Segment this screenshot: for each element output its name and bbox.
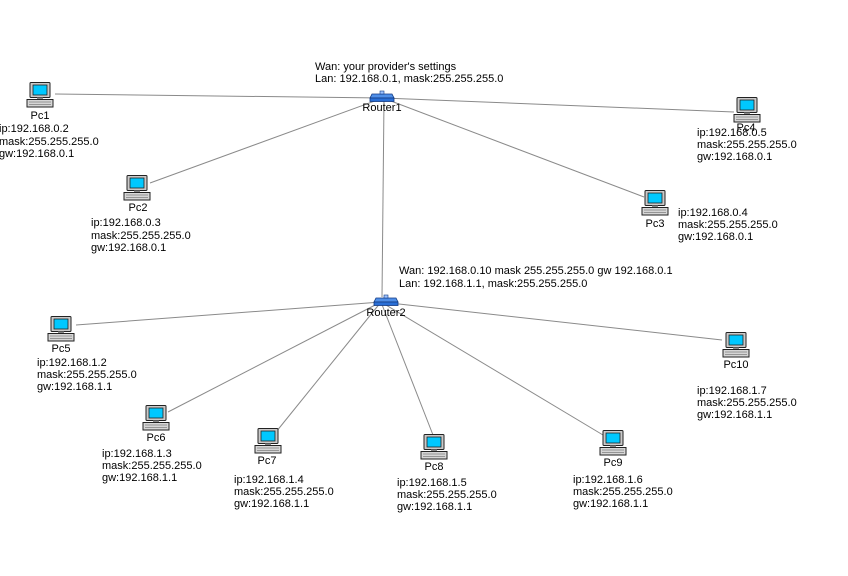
pc3-ip: ip:192.168.0.4 [678, 207, 748, 219]
router1-lan-info: Lan: 192.168.0.1, mask:255.255.255.0 [315, 73, 504, 85]
pc4-gw: gw:192.168.0.1 [697, 151, 773, 163]
router1-wan-info: Wan: your provider's settings [315, 61, 457, 73]
pc5-mask: mask:255.255.255.0 [37, 369, 137, 381]
pc6-computer-icon[interactable] [142, 405, 170, 431]
link-router2-pc10 [380, 301, 723, 341]
pc1-mask: mask:255.255.255.0 [0, 136, 99, 148]
link-router1-pc3 [382, 97, 645, 198]
link-router2-pc6 [167, 301, 382, 413]
pc6-ip: ip:192.168.1.3 [102, 448, 172, 460]
router2-wan-info: Wan: 192.168.0.10 mask 255.255.255.0 gw … [399, 265, 673, 277]
pc7-mask: mask:255.255.255.0 [234, 486, 334, 498]
link-router2-pc5 [75, 301, 382, 326]
link-router1-pc2 [149, 97, 384, 184]
pc9-mask: mask:255.255.255.0 [573, 486, 673, 498]
pc4-computer-icon[interactable] [733, 97, 761, 123]
pc2-gw: gw:192.168.0.1 [91, 242, 167, 254]
pc1-computer-icon[interactable] [26, 82, 54, 108]
pc10-label: Pc10 [723, 359, 749, 371]
pc1-ip: ip:192.168.0.2 [0, 123, 69, 135]
pc8-mask: mask:255.255.255.0 [397, 489, 497, 501]
pc3-mask: mask:255.255.255.0 [678, 219, 778, 231]
pc6-label: Pc6 [146, 432, 166, 444]
pc6-mask: mask:255.255.255.0 [102, 460, 202, 472]
link-router2-pc9 [380, 301, 604, 436]
pc7-computer-icon[interactable] [254, 428, 282, 454]
pc7-ip: ip:192.168.1.4 [234, 474, 304, 486]
pc9-gw: gw:192.168.1.1 [573, 498, 649, 510]
pc4-ip: ip:192.168.0.5 [697, 127, 767, 139]
pc1-gw: gw:192.168.0.1 [0, 148, 75, 160]
link-router1-pc4 [382, 97, 735, 113]
pc4-mask: mask:255.255.255.0 [697, 139, 797, 151]
link-router1-pc1 [54, 93, 384, 99]
pc2-computer-icon[interactable] [123, 175, 151, 201]
pc9-ip: ip:192.168.1.6 [573, 474, 643, 486]
link-router1-router2 [381, 99, 385, 298]
pc7-gw: gw:192.168.1.1 [234, 498, 310, 510]
pc2-label: Pc2 [128, 202, 148, 214]
pc5-computer-icon[interactable] [47, 316, 75, 342]
pc7-label: Pc7 [257, 455, 277, 467]
pc5-gw: gw:192.168.1.1 [37, 381, 113, 393]
router1-label: Router1 [362, 102, 402, 114]
pc10-gw: gw:192.168.1.1 [697, 409, 773, 421]
pc5-ip: ip:192.168.1.2 [37, 357, 107, 369]
pc3-computer-icon[interactable] [641, 190, 669, 216]
pc2-ip: ip:192.168.0.3 [91, 217, 161, 229]
pc5-label: Pc5 [51, 343, 71, 355]
link-router2-pc8 [380, 301, 434, 436]
pc10-computer-icon[interactable] [722, 332, 750, 358]
pc9-computer-icon[interactable] [599, 430, 627, 456]
pc8-computer-icon[interactable] [420, 434, 448, 460]
pc6-gw: gw:192.168.1.1 [102, 472, 178, 484]
router2-lan-info: Lan: 192.168.1.1, mask:255.255.255.0 [399, 278, 588, 290]
router2-label: Router2 [366, 307, 406, 319]
router1-icon[interactable] [369, 90, 395, 102]
pc4-label: Pc4 [736, 122, 756, 134]
pc10-mask: mask:255.255.255.0 [697, 397, 797, 409]
pc2-mask: mask:255.255.255.0 [91, 230, 191, 242]
link-router2-pc7 [275, 301, 382, 433]
pc3-label: Pc3 [645, 218, 665, 230]
pc9-label: Pc9 [603, 457, 623, 469]
pc8-gw: gw:192.168.1.1 [397, 501, 473, 513]
pc8-label: Pc8 [424, 461, 444, 473]
pc3-gw: gw:192.168.0.1 [678, 231, 754, 243]
pc8-ip: ip:192.168.1.5 [397, 477, 467, 489]
pc1-label: Pc1 [30, 110, 50, 122]
router2-icon[interactable] [373, 294, 399, 306]
pc10-ip: ip:192.168.1.7 [697, 385, 767, 397]
